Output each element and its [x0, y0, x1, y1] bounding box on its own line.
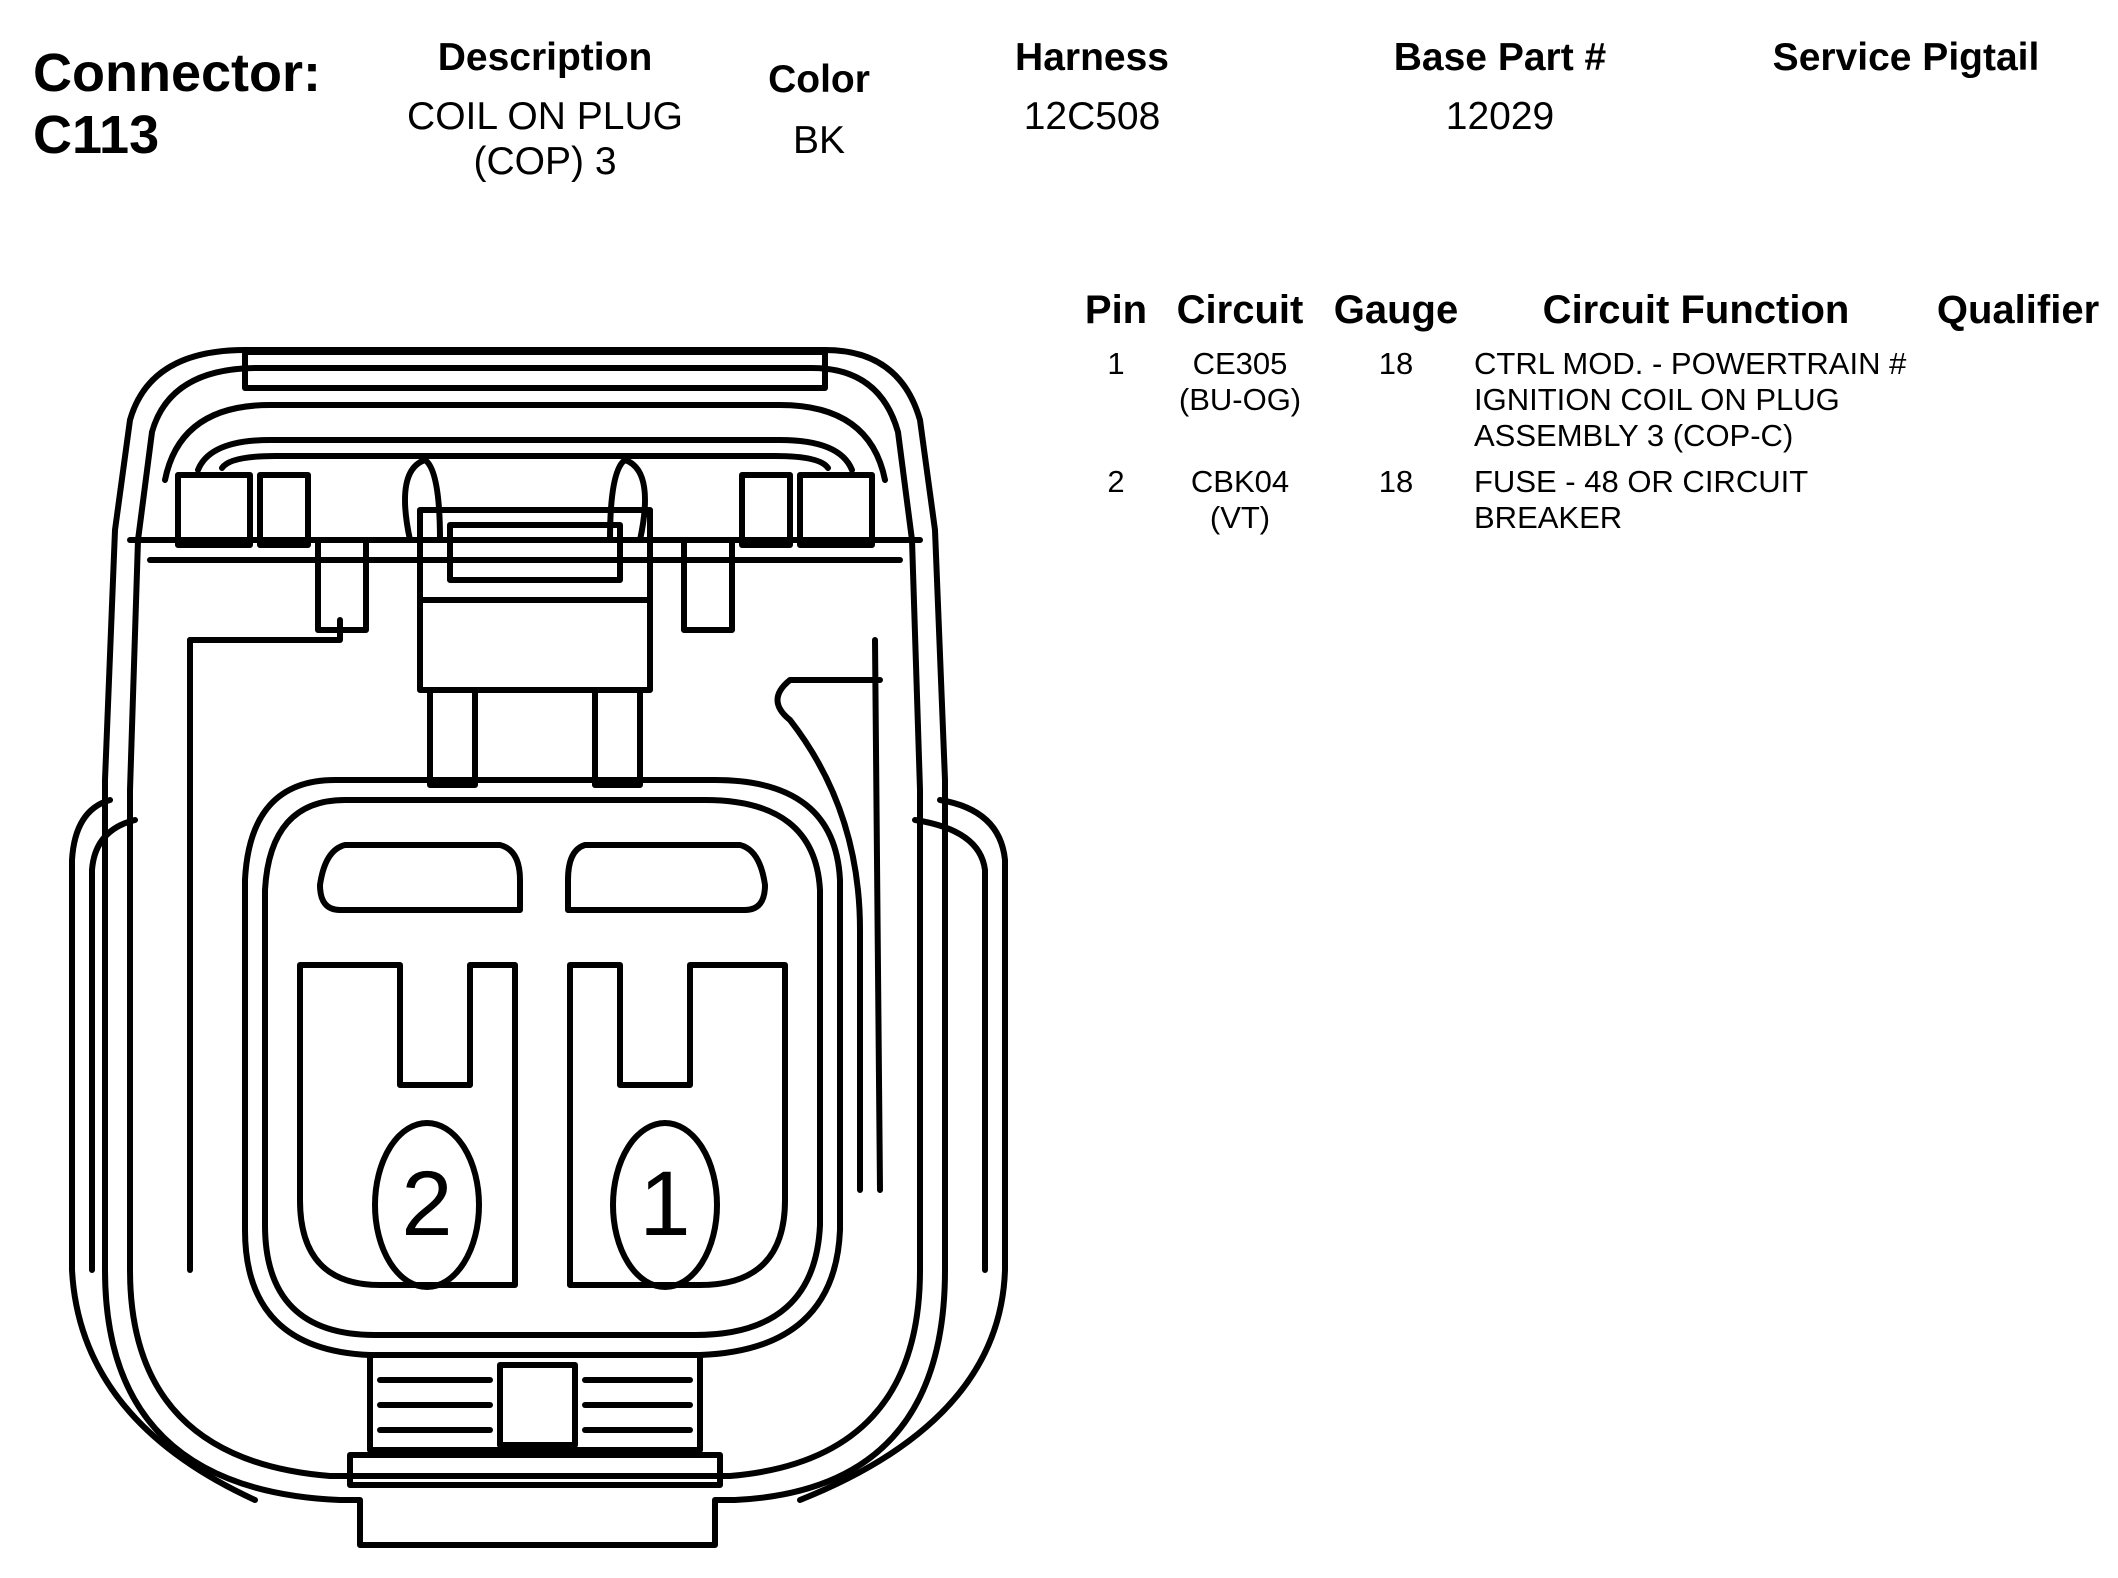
right-post — [797, 472, 875, 548]
left-side-tab-inner — [89, 817, 138, 1273]
circuit-color: (VT) — [1209, 500, 1271, 535]
description-title: Description — [437, 36, 653, 79]
pin-1-label: 1 — [639, 1153, 691, 1255]
pin-number: 1 — [1107, 346, 1125, 381]
lock-stem-left — [427, 687, 478, 788]
service-pigtail-title: Service Pigtail — [1772, 36, 2040, 79]
description-value: COIL ON PLUG (COP) 3 — [407, 94, 683, 184]
pin-2-circle — [372, 1120, 482, 1290]
function-line: ASSEMBLY 3 (COP-C) — [1474, 418, 1794, 453]
description-line2: (COP) 3 — [473, 140, 617, 183]
circuit-code: CBK04 — [1190, 464, 1290, 499]
top-rail — [242, 349, 828, 391]
bottom-tab — [367, 1352, 703, 1453]
pin-1-circle — [610, 1120, 720, 1290]
top-arch-outer — [162, 402, 888, 483]
lock-tab-left — [402, 457, 443, 543]
left-side-tab — [69, 797, 258, 1503]
function-line: CTRL MOD. - POWERTRAIN # — [1474, 346, 1907, 381]
lock-tab-right — [607, 457, 648, 543]
right-side-tab-inner — [912, 817, 988, 1273]
description-line1: COIL ON PLUG — [407, 95, 683, 138]
wire-gauge: 18 — [1378, 346, 1414, 381]
right-post-3 — [681, 537, 735, 633]
base-part-value: 12029 — [1445, 95, 1555, 138]
lock-window — [447, 522, 623, 583]
circuit-id: CBK04 (VT) — [1191, 464, 1289, 536]
terminal-block-inner — [262, 797, 823, 1338]
right-post-2 — [739, 472, 793, 548]
circuit-column-header: Circuit — [1176, 288, 1304, 332]
pin-cavity-right — [567, 962, 788, 1288]
right-latch-hook — [774, 677, 883, 1193]
left-post-2 — [257, 472, 311, 548]
pin-column-header: Pin — [1084, 288, 1148, 332]
circuit-function: CTRL MOD. - POWERTRAIN # IGNITION COIL O… — [1474, 346, 1906, 454]
bottom-footer — [347, 1452, 723, 1488]
bottom-tab-center — [497, 1362, 578, 1448]
circuit-id: CE305 (BU-OG) — [1179, 346, 1301, 418]
qualifier-column-header: Qualifier — [1936, 288, 2100, 332]
function-column-header: Circuit Function — [1542, 288, 1850, 332]
left-post — [175, 472, 253, 548]
shell-inner-line — [127, 365, 923, 1479]
connector-id: C113 — [33, 105, 160, 165]
base-part-title: Base Part # — [1393, 36, 1607, 79]
color-title: Color — [768, 58, 870, 101]
inner-wall-left — [187, 617, 343, 643]
outer-shell — [102, 347, 948, 1548]
function-line: IGNITION COIL ON PLUG — [1474, 382, 1840, 417]
circuit-color: (BU-OG) — [1178, 382, 1302, 417]
color-value: BK — [792, 119, 846, 162]
wire-gauge: 18 — [1378, 464, 1414, 499]
pin-number: 2 — [1107, 464, 1125, 499]
connector-label: Connector: C113 — [33, 42, 321, 166]
connector-label-title: Connector: — [33, 43, 321, 103]
pin-2-label: 2 — [401, 1153, 453, 1255]
lock-stem-right — [592, 687, 643, 788]
function-line: BREAKER — [1474, 500, 1623, 535]
left-post-3 — [315, 537, 369, 633]
harness-title: Harness — [1015, 36, 1169, 79]
pin-cavity-left — [297, 962, 518, 1288]
circuit-code: CE305 — [1192, 346, 1288, 381]
top-arch-mid — [219, 453, 831, 471]
right-side-tab — [797, 797, 1008, 1503]
top-arch-inner — [195, 437, 855, 473]
inner-wall-right — [872, 637, 883, 1193]
lock-base — [417, 597, 653, 693]
function-line: FUSE - 48 OR CIRCUIT — [1474, 464, 1809, 499]
slot-left — [317, 842, 523, 913]
slot-right — [565, 842, 768, 913]
terminal-block-outer — [242, 777, 843, 1358]
harness-value: 12C508 — [1023, 95, 1161, 138]
circuit-function: FUSE - 48 OR CIRCUIT BREAKER — [1474, 464, 1808, 536]
gauge-column-header: Gauge — [1333, 288, 1459, 332]
